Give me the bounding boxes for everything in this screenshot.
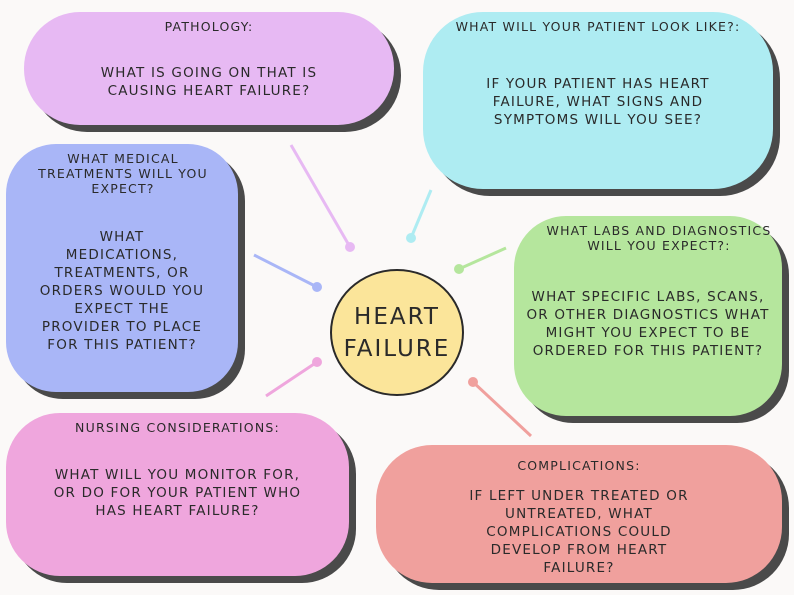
- connector-labs: [454, 246, 507, 274]
- pathology-card: PATHOLOGY: WHAT IS GOING ON THAT IS CAUS…: [24, 12, 394, 125]
- medical-treatments-card: WHAT MEDICAL TREATMENTS WILL YOU EXPECT?…: [6, 144, 238, 392]
- connector-nursing: [265, 357, 322, 398]
- labs-diagnostics-question: WHAT SPECIFIC LABS, SCANS, OR OTHER DIAG…: [526, 289, 770, 359]
- medical-treatments-title: WHAT MEDICAL TREATMENTS WILL YOU EXPECT?: [38, 151, 208, 196]
- medical-treatments-question: WHAT MEDICATIONS, TREATMENTS, OR ORDERS …: [39, 229, 205, 353]
- labs-diagnostics-title: WHAT LABS AND DIAGNOSTICS WILL YOU EXPEC…: [546, 223, 772, 253]
- nursing-considerations-question: WHAT WILL YOU MONITOR FOR, OR DO FOR YOU…: [53, 467, 302, 519]
- labs-diagnostics-card: WHAT LABS AND DIAGNOSTICS WILL YOU EXPEC…: [514, 216, 782, 416]
- connector-pathology: [289, 144, 355, 252]
- nursing-considerations-title: NURSING CONSIDERATIONS:: [75, 420, 280, 435]
- connector-appearance: [406, 189, 433, 243]
- pathology-title: PATHOLOGY:: [164, 19, 254, 34]
- patient-appearance-question: IF YOUR PATIENT HAS HEART FAILURE, WHAT …: [486, 76, 710, 128]
- complications-question: IF LEFT UNDER TREATED OR UNTREATED, WHAT…: [469, 488, 689, 576]
- complications-title: COMPLICATIONS:: [517, 458, 641, 473]
- connector-treatments: [253, 253, 322, 292]
- connector-complications: [468, 377, 533, 438]
- center-topic-circle: HEART FAILURE: [330, 269, 464, 396]
- complications-card: COMPLICATIONS: IF LEFT UNDER TREATED OR …: [376, 445, 782, 583]
- patient-appearance-title: WHAT WILL YOUR PATIENT LOOK LIKE?:: [455, 19, 741, 34]
- pathology-question: WHAT IS GOING ON THAT IS CAUSING HEART F…: [100, 65, 318, 99]
- patient-appearance-card: WHAT WILL YOUR PATIENT LOOK LIKE?: IF YO…: [423, 12, 773, 189]
- nursing-considerations-card: NURSING CONSIDERATIONS: WHAT WILL YOU MO…: [6, 413, 349, 576]
